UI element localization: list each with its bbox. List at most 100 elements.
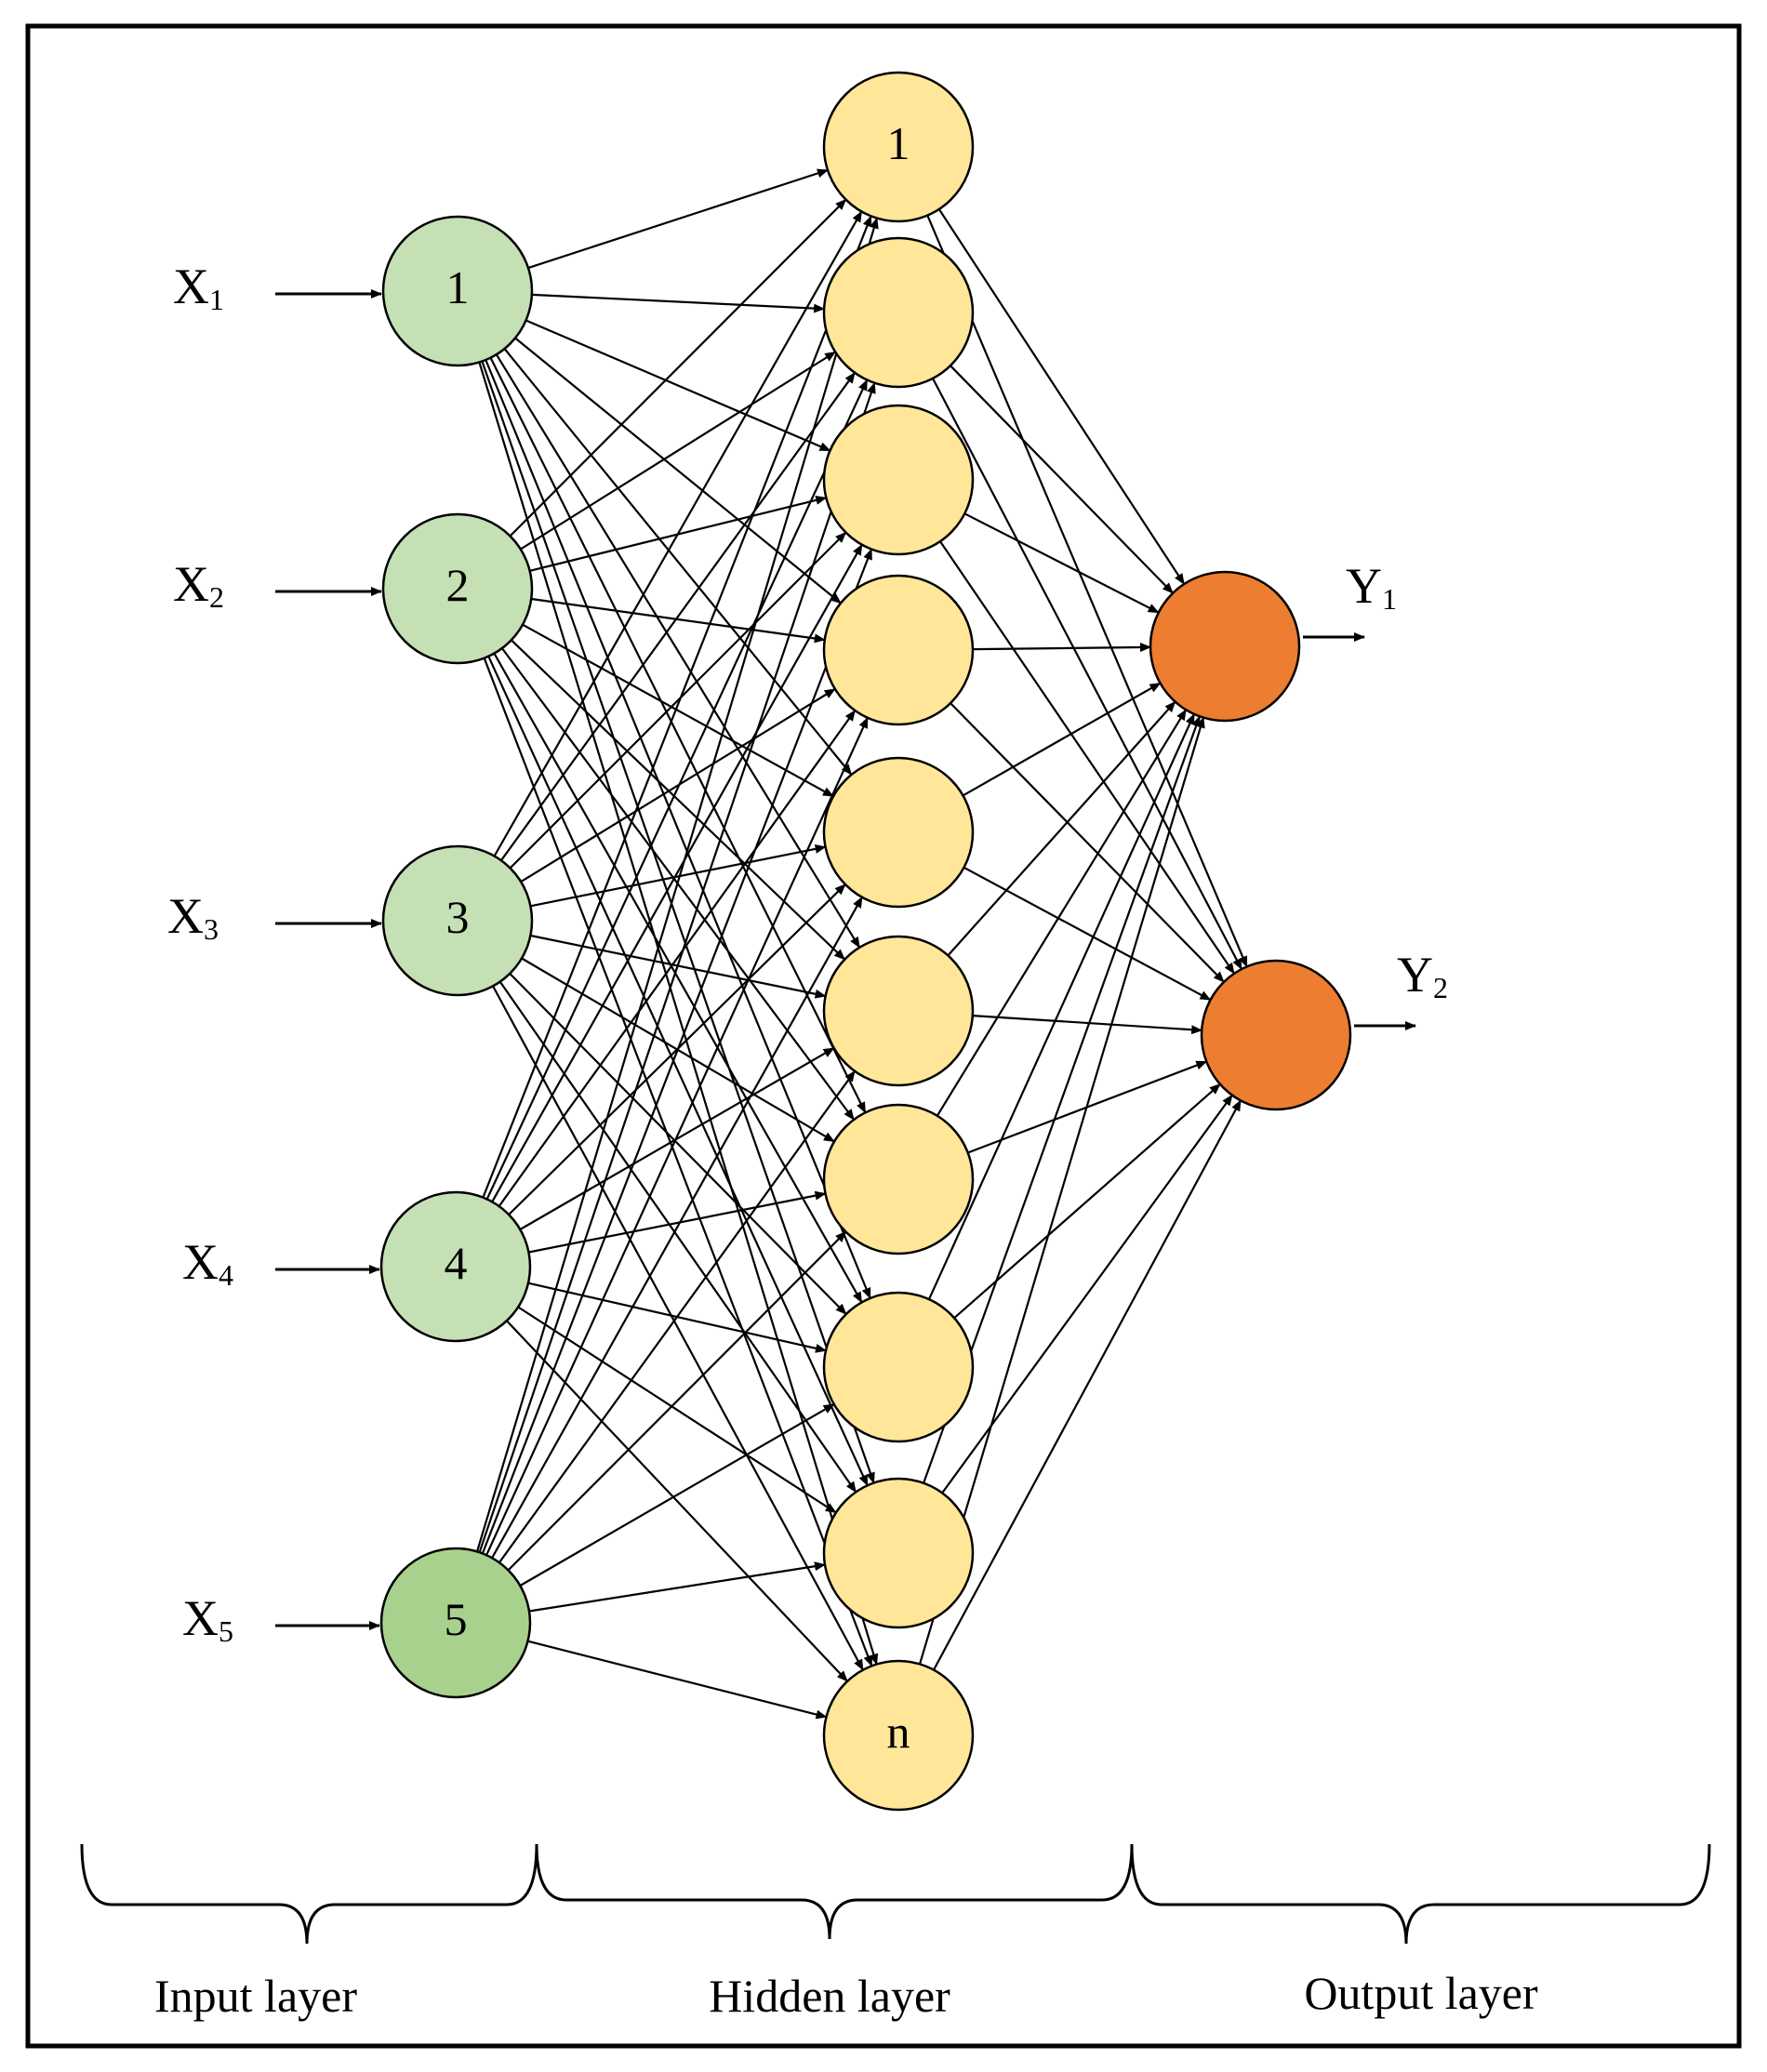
edge-input-2-hidden-5 xyxy=(522,623,834,798)
edge-input-2-hidden-8 xyxy=(493,653,863,1304)
edge-input-5-hidden-10 xyxy=(527,1640,828,1720)
output-layer-brace xyxy=(1130,1843,1711,1945)
output-node-circle xyxy=(1149,570,1301,723)
nodes: 1 2 3 4 5 1 n xyxy=(379,71,1352,1812)
output-node-circle xyxy=(1200,959,1352,1111)
edge-input-1-hidden-5 xyxy=(503,348,853,776)
edge-input-4-hidden-10 xyxy=(506,1320,848,1682)
hidden-node xyxy=(822,1291,975,1443)
input-node: 4 xyxy=(379,1190,532,1343)
edge-input-3-hidden-9 xyxy=(498,980,857,1494)
hidden-node xyxy=(822,404,975,556)
hidden-node-circle xyxy=(822,574,975,726)
edge-input-4-hidden-1 xyxy=(482,215,872,1199)
input-node-label: 3 xyxy=(446,891,470,943)
hidden-node-circle xyxy=(822,756,975,909)
edge-input-2-hidden-1 xyxy=(509,198,847,538)
input-node-circle xyxy=(379,1190,532,1343)
edge-input-1-hidden-10 xyxy=(478,362,879,1666)
edge-hidden-6-output-1 xyxy=(947,700,1176,957)
output-layer-label: Output layer xyxy=(1304,1967,1538,2019)
edge-input-3-hidden-2 xyxy=(500,371,856,861)
hidden-node-circle xyxy=(822,1477,975,1629)
edge-input-1-hidden-9 xyxy=(481,361,875,1484)
edge-hidden-8-output-1 xyxy=(927,712,1196,1300)
edge-input-5-hidden-5 xyxy=(491,896,863,1559)
edge-input-3-hidden-5 xyxy=(530,843,827,908)
edge-hidden-4-output-2 xyxy=(950,702,1225,983)
edge-hidden-2-output-1 xyxy=(950,365,1174,594)
hidden-node xyxy=(822,935,975,1087)
edge-hidden-1-output-1 xyxy=(937,208,1186,585)
hidden-node-circle xyxy=(822,935,975,1087)
input-node: 5 xyxy=(379,1547,532,1699)
edge-input-3-hidden-3 xyxy=(509,531,847,870)
edge-hidden-6-output-2 xyxy=(972,1015,1203,1035)
input-node-label: 1 xyxy=(446,261,470,313)
edge-input-5-hidden-6 xyxy=(498,1069,856,1563)
edge-input-3-hidden-10 xyxy=(492,985,864,1671)
input-node-label: 4 xyxy=(445,1237,468,1289)
edge-input-2-hidden-10 xyxy=(483,657,873,1667)
edge-input-4-hidden-3 xyxy=(491,543,863,1202)
edge-hidden-4-output-1 xyxy=(972,643,1151,653)
hidden-node-circle xyxy=(822,71,975,223)
input-node: 2 xyxy=(381,512,534,665)
edge-hidden-2-output-2 xyxy=(932,378,1242,970)
io-arrows xyxy=(275,289,1416,1630)
hidden-node-circle xyxy=(822,1103,975,1255)
edge-input-5-hidden-4 xyxy=(485,716,869,1556)
hidden-layer-label: Hidden layer xyxy=(709,1970,950,2022)
edge-hidden-10-output-1 xyxy=(918,716,1205,1665)
edge-input-4-hidden-7 xyxy=(528,1190,827,1254)
input-node-circle xyxy=(381,215,534,367)
edge-hidden-3-output-2 xyxy=(939,540,1235,975)
input-node-circle xyxy=(381,512,534,665)
input-node: 1 xyxy=(381,215,534,367)
edge-hidden-5-output-1 xyxy=(962,682,1162,797)
edge-hidden-7-output-1 xyxy=(936,709,1188,1117)
input-node-label: 2 xyxy=(446,559,470,611)
edge-input-2-hidden-9 xyxy=(487,656,869,1487)
hidden-node xyxy=(822,1103,975,1255)
hidden-node xyxy=(822,574,975,726)
input-node-circle xyxy=(381,844,534,997)
edge-input-3-hidden-1 xyxy=(493,210,863,857)
hidden-node-circle xyxy=(822,1659,975,1812)
edge-hidden-1-output-2 xyxy=(926,215,1248,968)
edge-input-5-hidden-9 xyxy=(528,1561,826,1613)
edge-input-1-hidden-2 xyxy=(531,293,826,313)
edge-hidden-3-output-1 xyxy=(963,512,1160,614)
edge-input-5-hidden-7 xyxy=(507,1230,847,1572)
hidden-node xyxy=(822,1477,975,1629)
output-node xyxy=(1200,959,1352,1111)
edge-input-1-hidden-1 xyxy=(527,168,829,270)
edge-hidden-10-output-2 xyxy=(933,1099,1242,1671)
edge-input-2-hidden-2 xyxy=(520,351,837,551)
input-variable-label: X1 xyxy=(173,259,224,316)
hidden-node: n xyxy=(822,1659,975,1812)
edge-input-2-hidden-6 xyxy=(511,639,845,961)
edge-input-5-hidden-3 xyxy=(481,548,873,1554)
input-node-circle xyxy=(379,1547,532,1699)
edge-input-5-hidden-8 xyxy=(519,1403,835,1587)
input-layer-brace xyxy=(80,1843,538,1945)
edge-input-2-hidden-4 xyxy=(531,597,826,644)
hidden-node-circle xyxy=(822,236,975,389)
output-node xyxy=(1149,570,1301,723)
hidden-layer-brace xyxy=(535,1843,1134,1940)
input-node-label: 5 xyxy=(445,1593,468,1645)
edge-hidden-5-output-2 xyxy=(963,866,1212,1002)
edge-input-1-hidden-4 xyxy=(514,337,842,604)
edge-input-4-hidden-4 xyxy=(498,710,857,1207)
hidden-node-label: 1 xyxy=(887,117,910,169)
edge-input-1-hidden-3 xyxy=(525,319,831,452)
input-layer-label: Input layer xyxy=(154,1970,357,2022)
edge-input-4-hidden-9 xyxy=(517,1306,837,1514)
hidden-node: 1 xyxy=(822,71,975,223)
edge-input-5-hidden-1 xyxy=(475,217,879,1552)
edge-input-1-hidden-6 xyxy=(495,353,861,949)
hidden-node xyxy=(822,756,975,909)
edge-input-5-hidden-2 xyxy=(478,381,876,1553)
edge-hidden-8-output-2 xyxy=(953,1082,1221,1320)
